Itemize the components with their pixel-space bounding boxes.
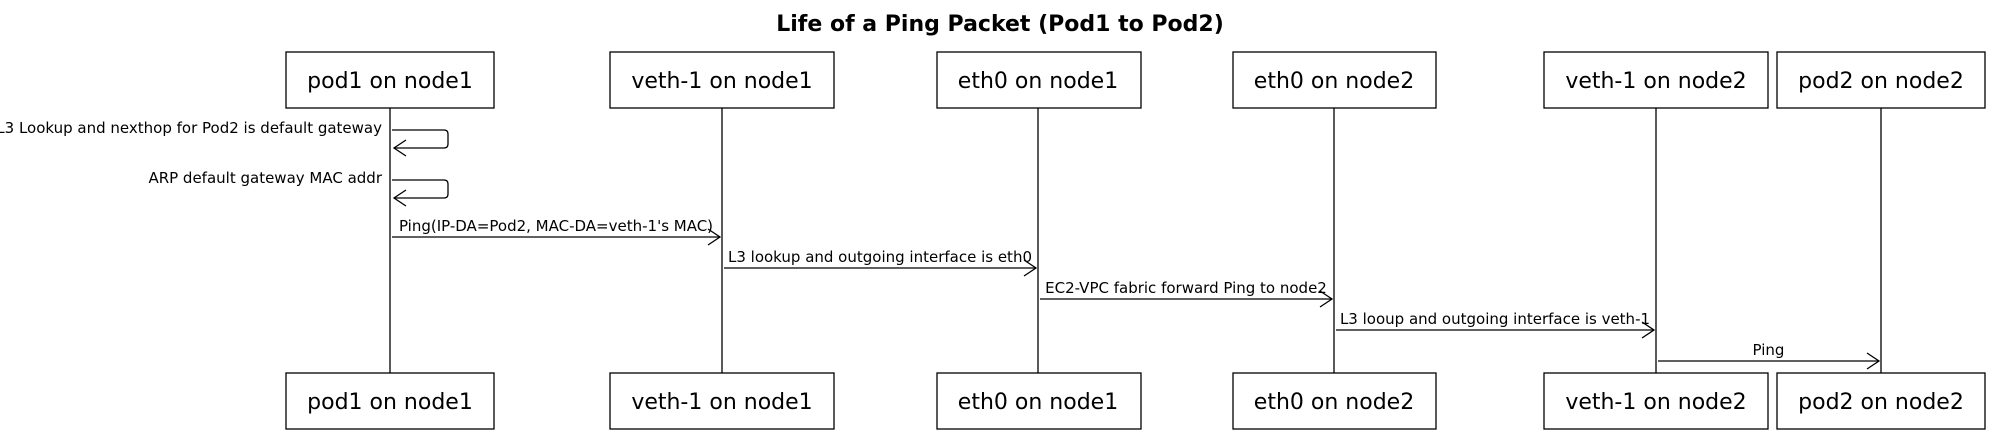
message-label-1: ARP default gateway MAC addr xyxy=(148,169,382,187)
participant-label-veth1n1-top: veth-1 on node1 xyxy=(631,69,812,94)
message-self-loop-1 xyxy=(392,179,449,199)
participant-label-veth1n2-bottom: veth-1 on node2 xyxy=(1565,390,1746,415)
message-self-loop-0 xyxy=(392,129,449,149)
participant-label-pod1-top: pod1 on node1 xyxy=(307,69,473,94)
message-arrowhead-1 xyxy=(392,189,407,207)
message-label-0: L3 Lookup and nexthop for Pod2 is defaul… xyxy=(0,119,382,137)
diagram-title: Life of a Ping Packet (Pod1 to Pod2) xyxy=(776,12,1224,37)
participant-box-eth0n2-top xyxy=(1232,51,1437,109)
participant-box-pod2-bottom xyxy=(1776,372,1986,430)
participant-box-veth1n2-bottom xyxy=(1543,372,1769,430)
message-label-5: L3 looup and outgoing interface is veth-… xyxy=(1340,310,1650,328)
participant-box-veth1n1-top xyxy=(609,51,835,109)
participant-box-pod1-bottom xyxy=(285,372,495,430)
participant-label-veth1n2-top: veth-1 on node2 xyxy=(1565,69,1746,94)
participant-box-veth1n2-top xyxy=(1543,51,1769,109)
participant-label-pod2-top: pod2 on node2 xyxy=(1798,69,1964,94)
participant-box-eth0n1-bottom xyxy=(936,372,1142,430)
message-arrowhead-5 xyxy=(1641,321,1656,339)
message-label-3: L3 lookup and outgoing interface is eth0 xyxy=(728,248,1032,266)
participant-box-eth0n2-bottom xyxy=(1232,372,1437,430)
participant-label-eth0n2-top: eth0 on node2 xyxy=(1254,69,1414,94)
participant-box-veth1n1-bottom xyxy=(609,372,835,430)
participant-label-eth0n1-bottom: eth0 on node1 xyxy=(958,390,1118,415)
message-label-4: EC2-VPC fabric forward Ping to node2 xyxy=(1045,279,1327,297)
message-arrowhead-0 xyxy=(392,139,407,157)
participant-label-pod1-bottom: pod1 on node1 xyxy=(307,390,473,415)
message-arrowhead-6 xyxy=(1866,352,1881,370)
message-label-2: Ping(IP-DA=Pod2, MAC-DA=veth-1's MAC) xyxy=(399,217,713,235)
participant-label-pod2-bottom: pod2 on node2 xyxy=(1798,390,1964,415)
participant-box-eth0n1-top xyxy=(936,51,1142,109)
message-arrowhead-2 xyxy=(707,228,722,246)
participant-label-eth0n1-top: eth0 on node1 xyxy=(958,69,1118,94)
message-arrowhead-4 xyxy=(1319,290,1334,308)
message-arrowhead-3 xyxy=(1023,259,1038,277)
participant-box-pod2-top xyxy=(1776,51,1986,109)
message-label-6: Ping xyxy=(1753,341,1785,359)
participant-label-veth1n1-bottom: veth-1 on node1 xyxy=(631,390,812,415)
participant-box-pod1-top xyxy=(285,51,495,109)
participant-label-eth0n2-bottom: eth0 on node2 xyxy=(1254,390,1414,415)
